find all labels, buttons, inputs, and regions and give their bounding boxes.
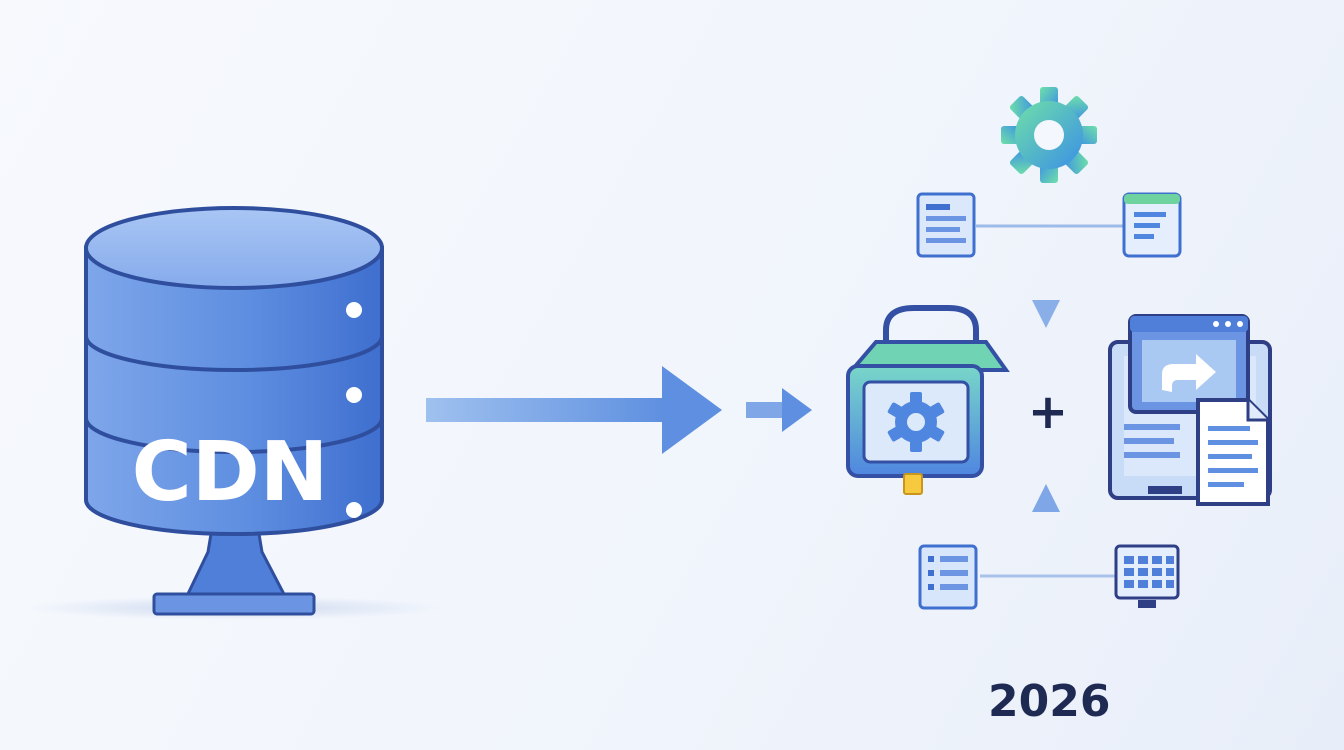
gear-icon [1001, 87, 1097, 183]
indicator-light [346, 502, 362, 518]
indicator-light [346, 302, 362, 318]
grid-icon [1114, 544, 1180, 608]
arrow-head [662, 366, 722, 454]
server-stand [183, 526, 289, 600]
tag-icon [903, 473, 923, 495]
cdn-label: CDN [132, 425, 329, 520]
arrow-shaft [746, 402, 786, 418]
segment-line [84, 417, 384, 454]
arrow-down-head [1032, 300, 1060, 328]
flow-arrow [426, 366, 722, 454]
monitor-share-icon [1108, 314, 1272, 506]
flow-arrow-small [746, 388, 812, 432]
cylinder-body [84, 246, 384, 536]
notes-icon [1122, 192, 1182, 258]
bottom-connector [980, 508, 1116, 660]
server-base [152, 592, 316, 616]
plus-symbol: + [1028, 384, 1068, 440]
list-icon [918, 544, 978, 610]
arrow-up-head [1032, 484, 1060, 512]
cylinder-top [84, 206, 384, 290]
document-icon [1196, 398, 1270, 506]
package-gear-icon [846, 305, 1010, 495]
segment-line [84, 335, 384, 372]
document-icon [916, 192, 976, 258]
arrow-shaft [426, 398, 666, 422]
arrow-head [782, 388, 812, 432]
cdn-database-icon: CDN [26, 206, 446, 620]
top-connector [976, 224, 1124, 306]
share-arrow-icon [1162, 354, 1216, 392]
indicator-light [346, 387, 362, 403]
year-label: 2026 [988, 676, 1111, 727]
